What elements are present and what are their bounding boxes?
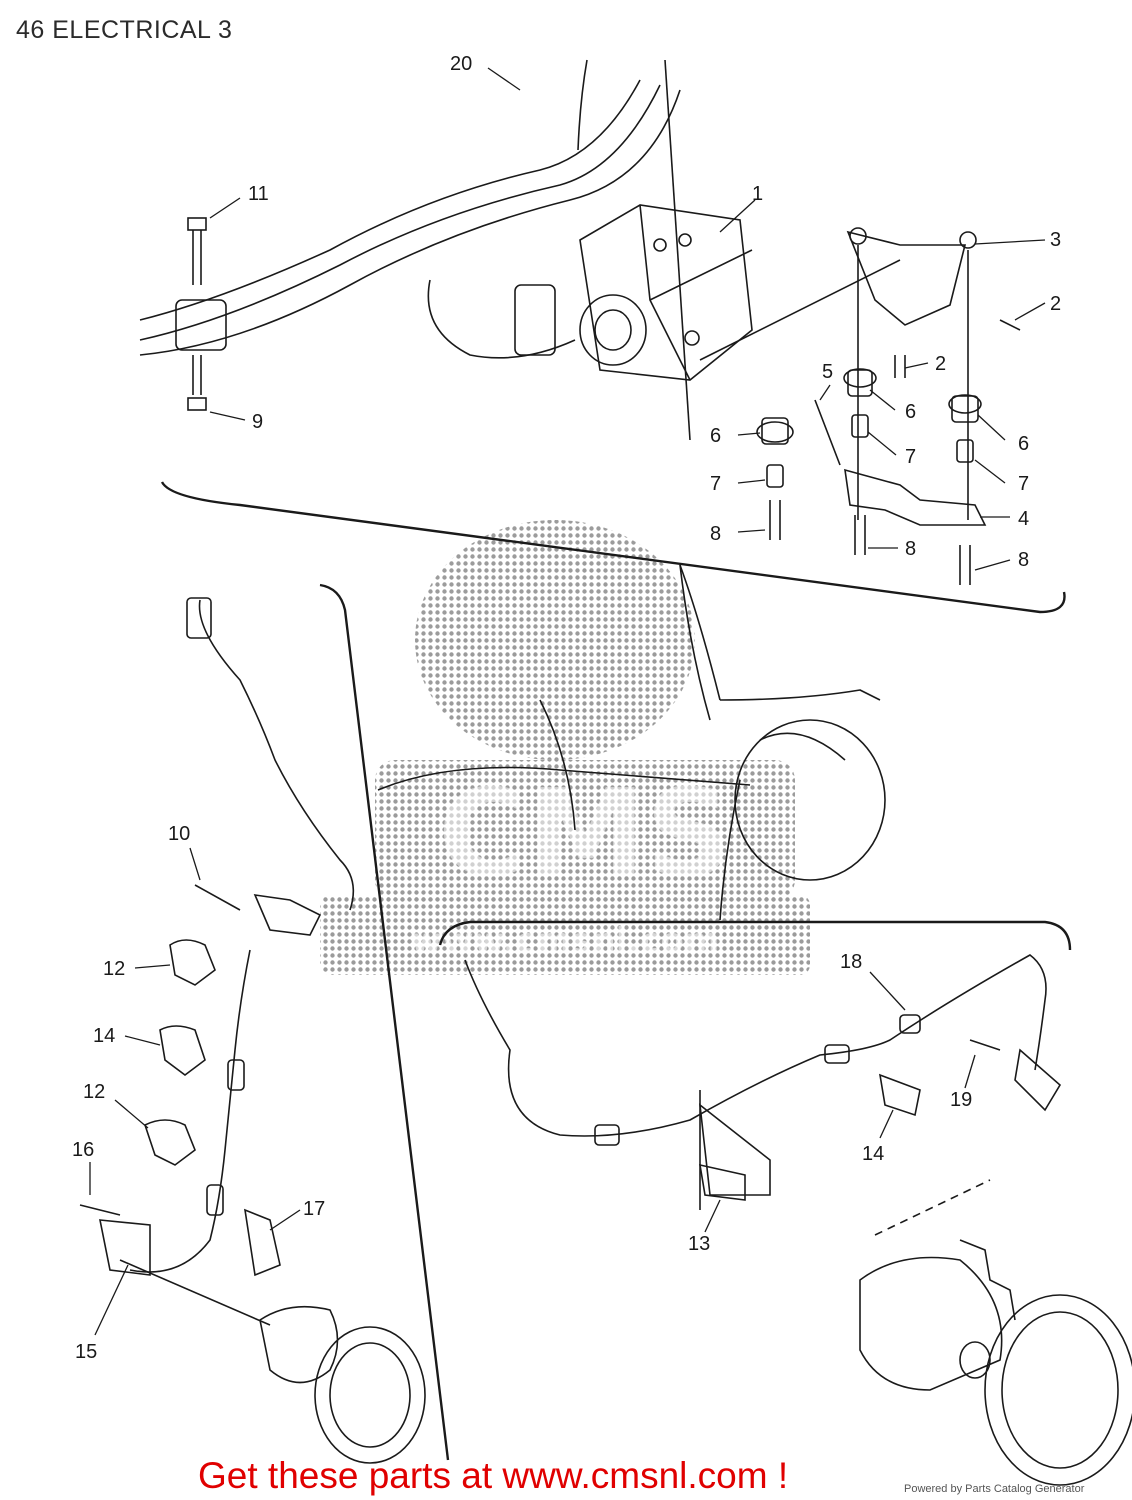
- section-divider-left: [319, 583, 450, 1461]
- watermark: CMS www.cmsnl.com: [320, 520, 810, 975]
- bracket: [846, 230, 967, 326]
- callout-8a: 8: [710, 523, 721, 545]
- callout-2b: 2: [935, 353, 946, 375]
- section-divider-top: [160, 481, 1066, 614]
- callout-6b: 6: [905, 401, 916, 423]
- callout-12b: 12: [83, 1081, 105, 1103]
- callout-5: 5: [822, 361, 833, 383]
- callout-14a: 14: [93, 1025, 115, 1047]
- callout-14b: 14: [862, 1143, 884, 1165]
- callout-8b: 8: [905, 538, 916, 560]
- callout-10: 10: [168, 823, 190, 845]
- callout-7a: 7: [710, 473, 721, 495]
- callout-19: 19: [950, 1089, 972, 1111]
- callout-8c: 8: [1018, 549, 1029, 571]
- callout-1: 1: [752, 183, 763, 205]
- callout-6a: 6: [710, 425, 721, 447]
- section-divider-right: [438, 920, 1072, 951]
- promo-link[interactable]: Get these parts at www.cmsnl.com !: [198, 1455, 789, 1496]
- callout-16: 16: [72, 1139, 94, 1161]
- callout-12a: 12: [103, 958, 125, 980]
- callout-13: 13: [688, 1233, 710, 1255]
- callout-7b: 7: [905, 446, 916, 468]
- callout-7c: 7: [1018, 473, 1029, 495]
- watermark-logo-text: CMS: [438, 765, 732, 904]
- callout-18: 18: [840, 951, 862, 973]
- callout-17: 17: [303, 1198, 325, 1220]
- watermark-url-text: www.cmsnl.com: [411, 921, 720, 961]
- page-title: 46 ELECTRICAL 3: [16, 16, 233, 44]
- leader-lines: [89, 67, 1046, 1336]
- callout-11: 11: [248, 183, 269, 205]
- callout-6c: 6: [1018, 433, 1029, 455]
- callout-numbers: 20 11 1 3 2 2 5 6 6 6 7 7 7 4 8 8 8 9 10…: [72, 53, 1061, 1363]
- callout-9: 9: [252, 411, 263, 433]
- callout-15: 15: [75, 1341, 97, 1363]
- callout-4: 4: [1018, 508, 1029, 530]
- callout-2a: 2: [1050, 293, 1061, 315]
- callout-3: 3: [1050, 229, 1061, 251]
- powered-by-text: Powered by Parts Catalog Generator: [904, 1483, 1085, 1495]
- callout-20: 20: [450, 53, 472, 75]
